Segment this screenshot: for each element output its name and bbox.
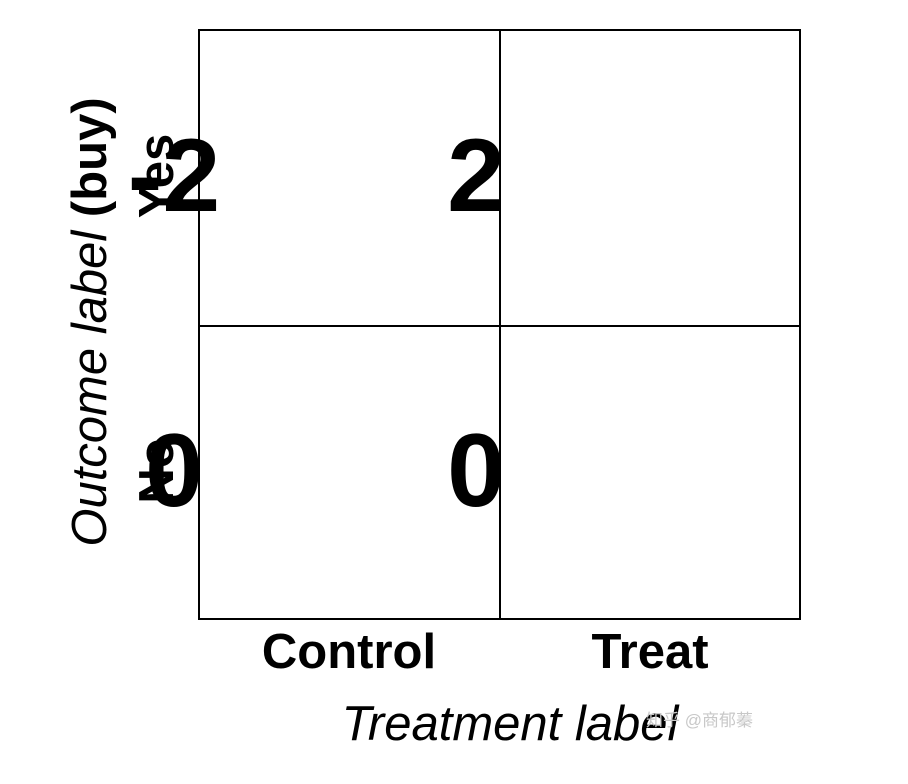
cell-no-treat: 0 [447, 412, 505, 529]
row-label-yes: Yes [130, 133, 184, 219]
cell-no-control: 0 [145, 412, 203, 529]
y-axis-title-buy: (buy) [63, 97, 117, 218]
watermark: 知乎 @商郁蓁 [646, 711, 753, 730]
matrix-grid [198, 29, 801, 620]
column-label-treat: Treat [591, 625, 709, 679]
vertical-divider [499, 31, 501, 618]
row-label-no: No [130, 438, 184, 504]
x-axis-title: Treatment label [341, 697, 679, 751]
y-axis-title-outcome: Outcome label [63, 230, 117, 547]
horizontal-divider [200, 325, 799, 327]
y-axis-title: Outcome label (buy) [60, 62, 120, 582]
cell-yes-treat: 2 [447, 118, 505, 234]
column-label-control: Control [261, 625, 437, 679]
cell-yes-control: -2 [127, 118, 221, 234]
